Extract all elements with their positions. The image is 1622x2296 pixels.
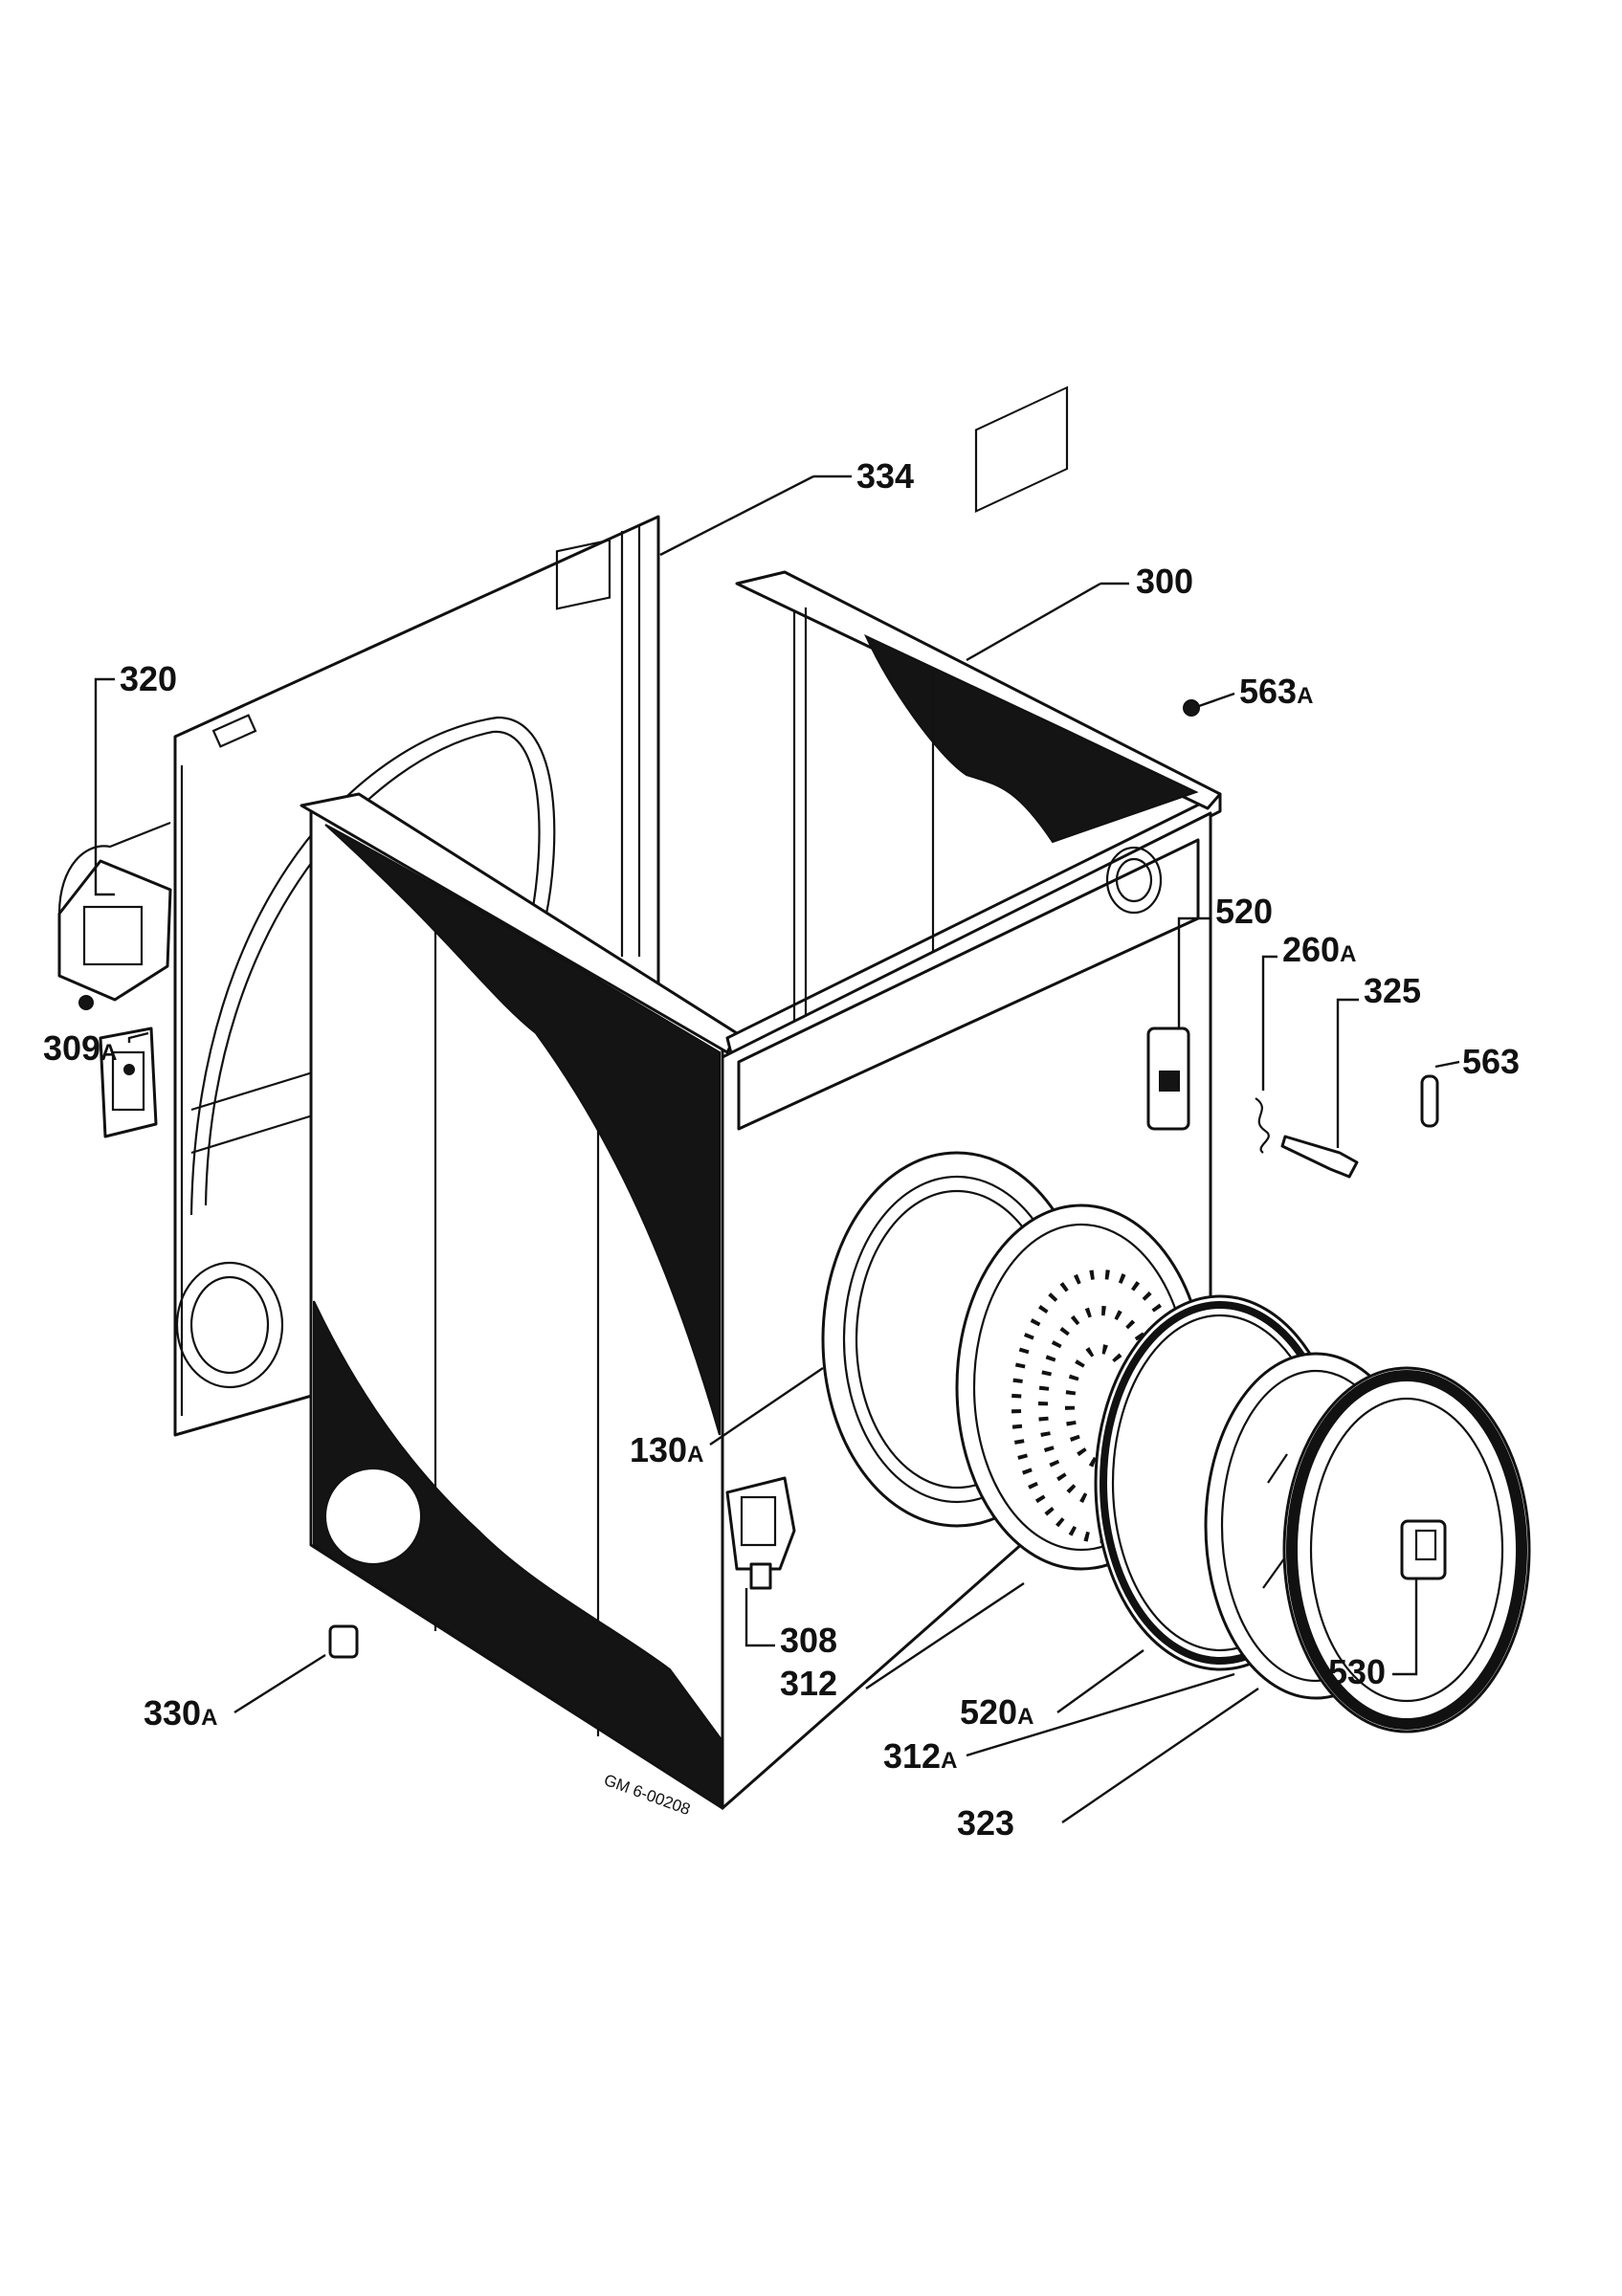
lever-325 (1280, 1135, 1359, 1179)
top-frame (300, 570, 1222, 1110)
hood-assembly (57, 821, 172, 1010)
label-312: 312 (780, 1664, 837, 1703)
label-300: 300 (1136, 562, 1193, 601)
leader-lines (94, 475, 1460, 1823)
label-334: 334 (856, 456, 914, 496)
label-308: 308 (780, 1621, 837, 1660)
label-320: 320 (120, 659, 177, 698)
label-330a: 330A (144, 1693, 217, 1733)
pin-563 (1420, 1074, 1439, 1128)
label-520: 520 (1215, 892, 1273, 931)
screw-563a (1183, 699, 1200, 717)
label-563a: 563A (1239, 672, 1313, 711)
part-labels: 334 300 320 563A 520 260A 325 563 309A 1… (43, 456, 1520, 1843)
bracket-309a (99, 1027, 158, 1138)
label-530: 530 (1328, 1652, 1386, 1691)
label-563: 563 (1462, 1042, 1520, 1081)
label-325: 325 (1364, 971, 1421, 1010)
label-130a: 130A (630, 1430, 703, 1469)
hinge-308 (725, 1476, 796, 1590)
label-309a: 309A (43, 1028, 117, 1068)
spring-260a (1255, 1097, 1270, 1154)
door-323 (1282, 1366, 1531, 1733)
label-323: 323 (957, 1803, 1014, 1843)
label-520a: 520A (960, 1692, 1033, 1732)
label-260a: 260A (1282, 930, 1356, 969)
foot-330a (328, 1624, 359, 1659)
label-312a: 312A (883, 1736, 957, 1776)
side-panel (309, 806, 724, 1810)
